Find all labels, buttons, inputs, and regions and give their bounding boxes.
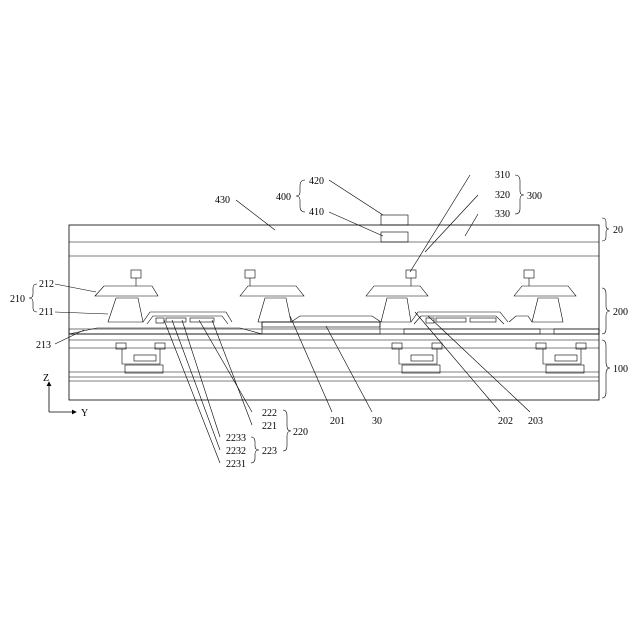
label-400: 400: [276, 192, 291, 203]
label-200: 200: [613, 307, 628, 318]
tft-layer: [116, 343, 586, 373]
label-203: 203: [528, 416, 543, 427]
label-410: 410: [309, 207, 324, 218]
layer-stack: [69, 225, 599, 400]
wiring-layers: [143, 312, 599, 334]
label-430: 430: [215, 195, 230, 206]
braces: [29, 175, 610, 463]
label-330: 330: [495, 209, 510, 220]
axis-y-label: Y: [81, 408, 88, 419]
label-220: 220: [293, 427, 308, 438]
axis-indicator: Z Y: [43, 373, 88, 419]
label-213: 213: [36, 340, 51, 351]
label-300: 300: [527, 191, 542, 202]
label-223: 223: [262, 446, 277, 457]
base-stripe: [69, 322, 599, 334]
label-201: 201: [330, 416, 345, 427]
pixel-units: [95, 270, 576, 322]
label-210: 210: [10, 294, 25, 305]
label-20: 20: [613, 225, 623, 236]
axis-z-label: Z: [43, 373, 49, 384]
label-420: 420: [309, 176, 324, 187]
label-320: 320: [495, 190, 510, 201]
leader-lines: [55, 175, 530, 463]
label-2233: 2233: [226, 433, 246, 444]
label-2232: 2232: [226, 446, 246, 457]
label-2231: 2231: [226, 459, 246, 470]
label-310: 310: [495, 170, 510, 181]
label-211: 211: [39, 307, 54, 318]
label-212: 212: [39, 279, 54, 290]
label-100: 100: [613, 364, 628, 375]
label-30: 30: [372, 416, 382, 427]
label-202: 202: [498, 416, 513, 427]
top-sensor: [381, 215, 408, 242]
reference-numerals: 420 410 400 430 310 320 330 300 20 200 1…: [10, 170, 628, 470]
label-221: 221: [262, 421, 277, 432]
label-222: 222: [262, 408, 277, 419]
